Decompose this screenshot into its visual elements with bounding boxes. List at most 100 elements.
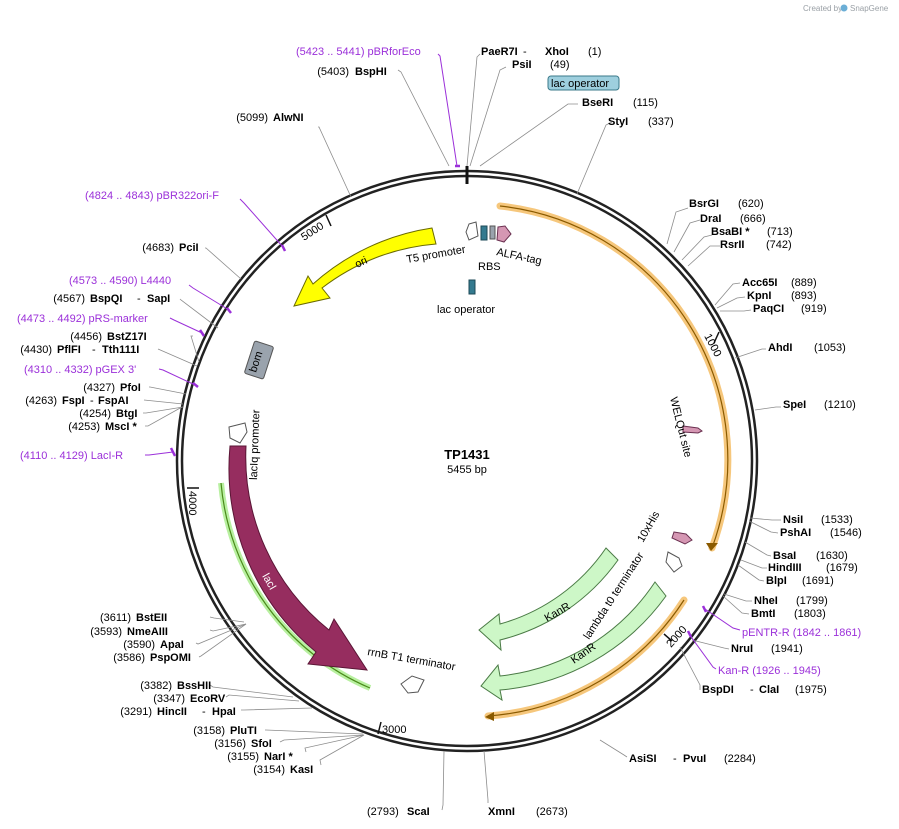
svg-text:(4253): (4253) xyxy=(68,421,100,433)
enzyme-bsabi[interactable]: BsaBI * (713) xyxy=(711,226,793,238)
enzyme-pluti[interactable]: (3158) PluTI xyxy=(193,725,257,737)
enzyme-bsrgi[interactable]: BsrGI (620) xyxy=(689,198,764,210)
enzyme-bspdi-clai[interactable]: BspDI - ClaI (1975) xyxy=(702,684,827,696)
primer-l4440[interactable]: (4573 .. 4590) L4440 xyxy=(69,275,171,287)
kanr-inner-feature xyxy=(480,581,667,702)
enzyme-bsteii[interactable]: (3611) BstEII xyxy=(100,612,167,624)
enzyme-paqci[interactable]: PaqCI (919) xyxy=(753,303,827,315)
enzyme-pfoi[interactable]: (4327) PfoI xyxy=(83,382,141,394)
enzyme-bsai[interactable]: BsaI (1630) xyxy=(773,550,848,562)
primer-prs-marker[interactable]: (4473 .. 4492) pRS-marker xyxy=(17,313,148,325)
enzyme-nhei[interactable]: NheI (1799) xyxy=(754,595,828,607)
svg-text:PshAI: PshAI xyxy=(780,527,811,539)
enzyme-bseri[interactable]: BseRI (115) xyxy=(582,97,658,109)
enzyme-blpi[interactable]: BlpI (1691) xyxy=(766,575,834,587)
svg-text:BspHI: BspHI xyxy=(355,66,387,78)
svg-text:HincII: HincII xyxy=(157,706,187,718)
svg-text:(919): (919) xyxy=(801,303,827,315)
svg-text:(1799): (1799) xyxy=(796,595,828,607)
svg-text:KasI: KasI xyxy=(290,764,313,776)
enzyme-btgi[interactable]: (4254) BtgI xyxy=(79,408,137,420)
enzyme-bspqi-sapi[interactable]: (4567) BspQI - SapI xyxy=(53,293,170,305)
enzyme-nmeaiii[interactable]: (3593) NmeAIII xyxy=(90,626,168,638)
primer-pbr322ori-f[interactable]: (4824 .. 4843) pBR322ori-F xyxy=(85,190,219,202)
svg-text:(49): (49) xyxy=(550,59,570,71)
his-tag-feature xyxy=(671,531,693,545)
enzyme-styi[interactable]: StyI (337) xyxy=(608,116,674,128)
enzyme-hincii-hpai[interactable]: (3291) HincII - HpaI xyxy=(120,706,236,718)
primer-pentr-r[interactable]: pENTR-R (1842 .. 1861) xyxy=(742,627,861,639)
svg-text:BsrGI: BsrGI xyxy=(689,198,719,210)
enzyme-kpni[interactable]: KpnI (893) xyxy=(747,290,817,302)
enzyme-hindiii[interactable]: HindIII (1679) xyxy=(768,562,858,574)
enzyme-bmti[interactable]: BmtI (1803) xyxy=(751,608,826,620)
laciq-promoter-label: lacIq promoter xyxy=(248,409,262,480)
enzyme-rsrii[interactable]: RsrII (742) xyxy=(720,239,792,251)
enzyme-nsii[interactable]: NsiI (1533) xyxy=(783,514,853,526)
svg-text:(4327): (4327) xyxy=(83,382,115,394)
primer-laci-r[interactable]: (4110 .. 4129) LacI-R xyxy=(20,450,123,462)
enzyme-ahdi[interactable]: AhdI (1053) xyxy=(768,342,846,354)
svg-text:ClaI: ClaI xyxy=(759,684,779,696)
svg-text:EcoRV: EcoRV xyxy=(190,693,226,705)
enzyme-alwni[interactable]: (5099) AlwNI xyxy=(236,112,303,124)
enzyme-paer7i-xhoi[interactable]: PaeR7I - XhoI (1) xyxy=(481,46,601,58)
rbs-feature xyxy=(480,225,488,241)
svg-text:BtgI: BtgI xyxy=(116,408,137,420)
enzyme-pspomi[interactable]: (3586) PspOMI xyxy=(113,652,191,664)
svg-text:(2673): (2673) xyxy=(536,806,568,818)
svg-text:(3155): (3155) xyxy=(227,751,259,763)
primer-kan-r[interactable]: Kan-R (1926 .. 1945) xyxy=(718,665,821,677)
svg-text:BseRI: BseRI xyxy=(582,97,613,109)
enzyme-pflfi-tth111i[interactable]: (4430) PflFI - Tth111I xyxy=(20,344,139,356)
alfa-tag-small-box xyxy=(489,225,496,240)
enzyme-nari[interactable]: (3155) NarI * xyxy=(227,751,293,763)
enzyme-asisi-pvui[interactable]: AsiSI - PvuI (2284) xyxy=(629,753,756,765)
svg-text:XmnI: XmnI xyxy=(488,806,515,818)
svg-text:HpaI: HpaI xyxy=(212,706,236,718)
laci-feature xyxy=(228,445,368,671)
ori-label: ori xyxy=(353,255,369,271)
svg-text:-: - xyxy=(90,395,94,407)
svg-text:XhoI: XhoI xyxy=(545,46,569,58)
enzyme-acc65i[interactable]: Acc65I (889) xyxy=(742,277,817,289)
primer-pgex3[interactable]: (4310 .. 4332) pGEX 3' xyxy=(24,364,136,376)
t5-promoter-arrow xyxy=(465,221,479,241)
enzyme-bsphi[interactable]: (5403) BspHI xyxy=(317,66,387,78)
enzyme-leader-lines xyxy=(143,53,781,811)
enzyme-bsshii[interactable]: (3382) BssHII xyxy=(140,680,211,692)
svg-text:(3154): (3154) xyxy=(253,764,285,776)
svg-text:(3347): (3347) xyxy=(153,693,185,705)
enzyme-apai[interactable]: (3590) ApaI xyxy=(123,639,184,651)
svg-text:BstEII: BstEII xyxy=(136,612,167,624)
svg-text:RsrII: RsrII xyxy=(720,239,744,251)
svg-text:(3611): (3611) xyxy=(100,612,131,624)
enzyme-bstz17i[interactable]: (4456) BstZ17I xyxy=(70,331,147,343)
enzyme-pshai[interactable]: PshAI (1546) xyxy=(780,527,862,539)
enzyme-nrui[interactable]: NruI (1941) xyxy=(731,643,803,655)
svg-text:-: - xyxy=(137,293,141,305)
svg-text:(1975): (1975) xyxy=(795,684,827,696)
enzyme-kasi[interactable]: (3154) KasI xyxy=(253,764,313,776)
svg-text:(3291): (3291) xyxy=(120,706,152,718)
enzyme-pcii[interactable]: (4683) PciI xyxy=(142,242,198,254)
enzyme-drai[interactable]: DraI (666) xyxy=(700,213,766,225)
primer-pbrforeco[interactable]: (5423 .. 5441) pBRforEco xyxy=(296,46,421,58)
enzyme-ecorv[interactable]: (3347) EcoRV xyxy=(153,693,226,705)
enzyme-psii[interactable]: PsiI (49) xyxy=(512,59,570,71)
svg-text:(3593): (3593) xyxy=(90,626,122,638)
svg-text:(893): (893) xyxy=(791,290,817,302)
plasmid-name: TP1431 xyxy=(444,447,490,462)
enzyme-fspi-fspai[interactable]: (4263) FspI - FspAI xyxy=(25,395,128,407)
enzyme-scai[interactable]: (2793) ScaI xyxy=(367,806,430,818)
enzyme-xmni[interactable]: XmnI (2673) xyxy=(488,806,568,818)
alfa-tag-label: ALFA-tag xyxy=(495,246,542,267)
enzyme-msci[interactable]: (4253) MscI * xyxy=(68,421,137,433)
enzyme-sfoi[interactable]: (3156) SfoI xyxy=(214,738,272,750)
tick-label-2000: 2000 xyxy=(664,624,689,650)
tick-label-3000: 3000 xyxy=(382,724,406,736)
svg-text:(3156): (3156) xyxy=(214,738,246,750)
svg-text:(889): (889) xyxy=(791,277,817,289)
enzyme-spei[interactable]: SpeI (1210) xyxy=(783,399,856,411)
